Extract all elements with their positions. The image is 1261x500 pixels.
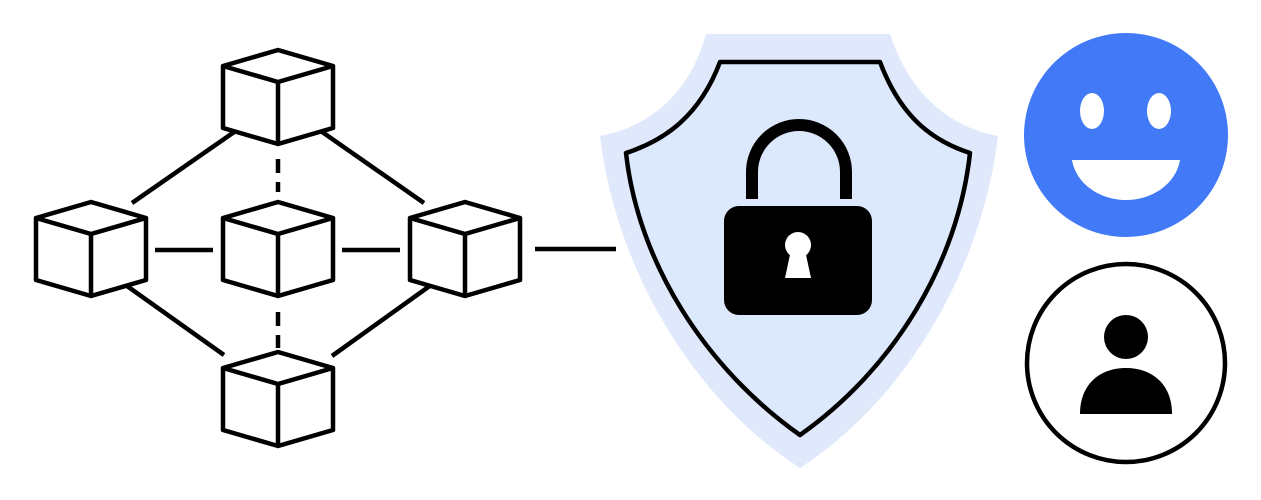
- user-profile-icon: [1024, 261, 1228, 465]
- link-top-right: [303, 118, 426, 205]
- smiley-face-icon: [1024, 33, 1228, 237]
- cube-right: [407, 199, 523, 299]
- cube-bottom: [220, 349, 336, 449]
- cube-top: [220, 47, 336, 147]
- link-left-bottom: [118, 279, 226, 357]
- shield-lock-icon: [600, 34, 998, 468]
- padlock-icon: [724, 119, 872, 315]
- link-top-left: [130, 119, 252, 205]
- link-right-bottom: [330, 278, 440, 358]
- cube-left: [33, 199, 149, 299]
- cube-center: [220, 199, 336, 299]
- network-links: [118, 118, 616, 358]
